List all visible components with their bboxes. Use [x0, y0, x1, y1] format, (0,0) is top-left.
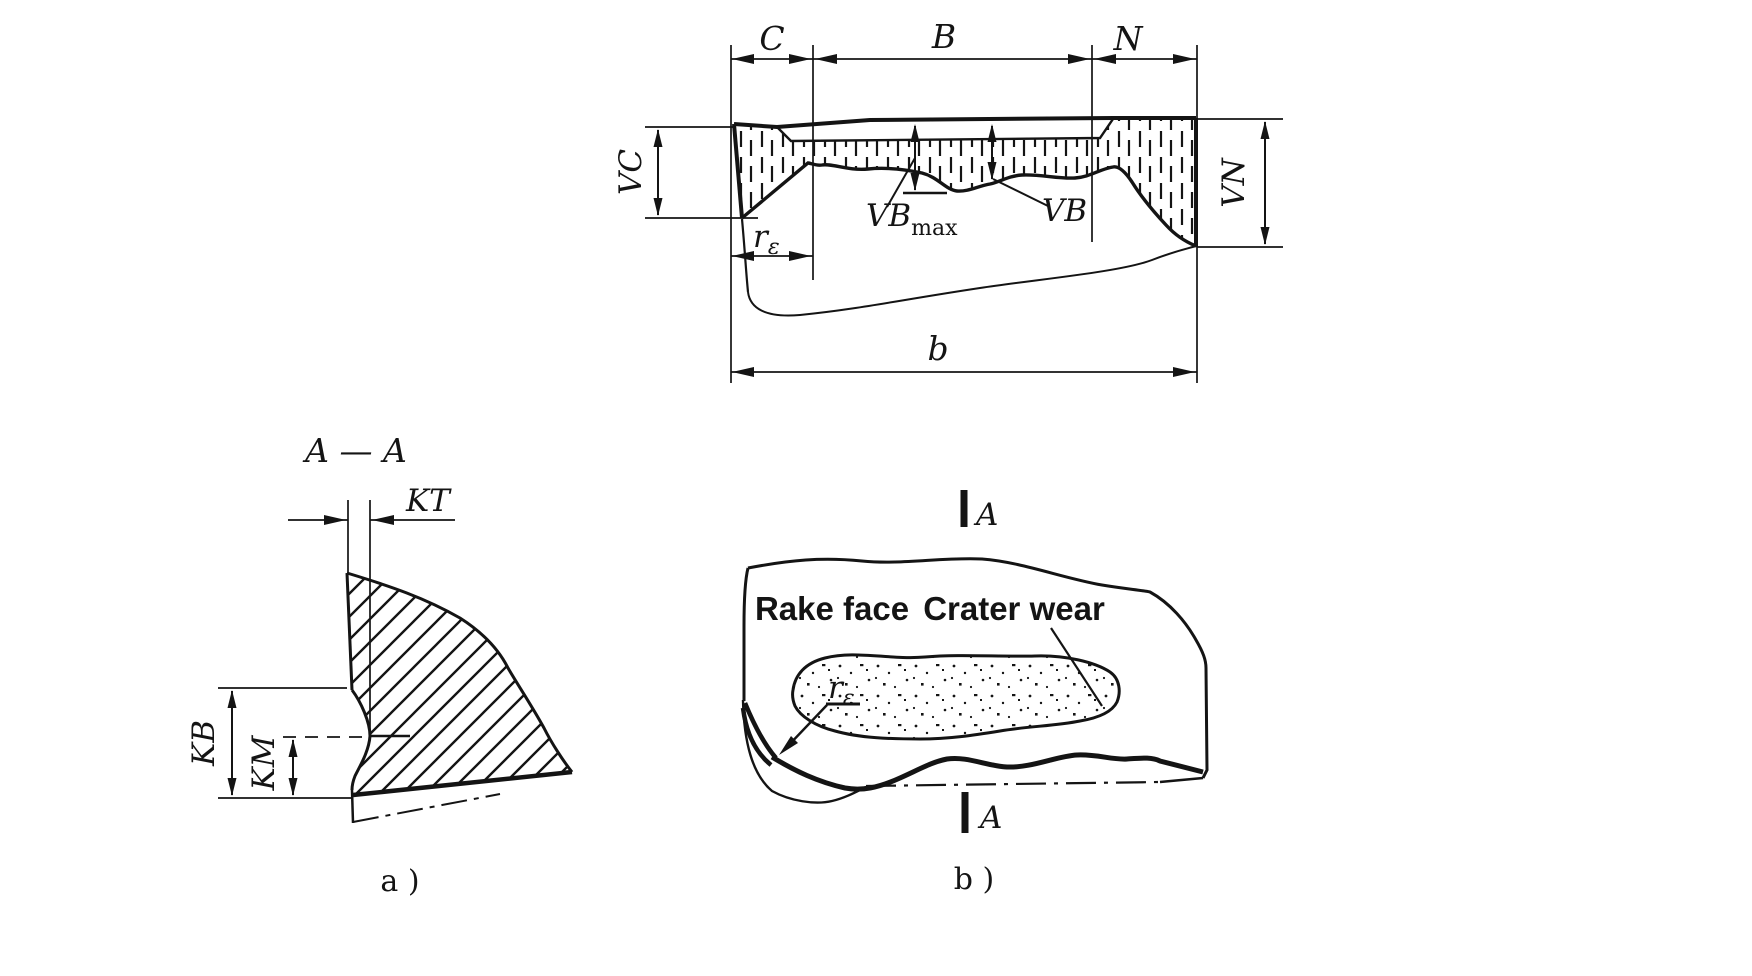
arrowhead — [815, 54, 837, 64]
caption-b: b ) — [954, 862, 994, 897]
vb-leader — [992, 178, 1049, 207]
nose-tail-edge — [350, 789, 355, 824]
section-marker-bottom-label: A — [977, 800, 1002, 836]
nose-curve — [740, 218, 750, 293]
b-label: b — [927, 329, 948, 368]
arrowhead — [1094, 54, 1116, 64]
arrowhead — [288, 778, 298, 796]
insert-outline-corner — [741, 699, 867, 804]
nose-edge-left — [732, 123, 744, 219]
crater-wear-region — [791, 653, 1121, 741]
rake-face-label: Rake face — [755, 590, 909, 627]
arrowhead — [372, 515, 394, 525]
insert-outline-bottom-right — [1159, 776, 1204, 784]
vb-label: VB — [1042, 193, 1087, 229]
section-marker-top-label: A — [973, 497, 998, 533]
section-top-arc — [346, 571, 574, 773]
arrowhead — [288, 739, 298, 757]
flank-edge — [352, 769, 573, 798]
arrowhead — [1260, 227, 1270, 245]
plan-view: A rε Rake face Crater wear A b ) — [740, 490, 1209, 897]
insert-bottom-chain-line — [865, 780, 1161, 788]
caption-a: a ) — [380, 864, 419, 899]
kt-label: KT — [405, 483, 452, 519]
flank-wear-band-topview — [770, 752, 1204, 792]
arrowhead — [732, 251, 754, 261]
vbmax-label: VBmax — [866, 198, 958, 241]
crater-wear-label: Crater wear — [923, 590, 1105, 627]
arrowhead — [227, 778, 237, 796]
zone-b-label: B — [931, 17, 956, 56]
section-title: A — A — [302, 431, 407, 470]
flank-wear-view: C B N VC rε VBmax VB — [613, 17, 1283, 383]
machined-surface-trace — [352, 793, 501, 823]
arrowhead — [653, 198, 663, 216]
tool-lower-silhouette — [747, 245, 1197, 317]
section-a-a-view: A — A KT KB KM a ) — [186, 431, 574, 899]
insert-outline-left — [742, 567, 750, 701]
kb-reference-lines — [218, 687, 352, 799]
kt-extension-lines — [347, 500, 371, 737]
tool-section-body — [347, 573, 572, 795]
flank-wear-profile — [740, 161, 1197, 248]
nose-wear-arc-1 — [742, 702, 778, 760]
vbmax-leader — [886, 157, 916, 208]
cutting-edge-top — [733, 116, 1196, 130]
arrowhead — [324, 515, 346, 525]
kb-label: KB — [186, 720, 222, 767]
vc-reference-lines — [645, 126, 758, 219]
zone-c-label: C — [759, 19, 784, 58]
arrowhead — [1173, 367, 1195, 377]
vc-label: VC — [613, 149, 649, 195]
arrowhead — [1068, 54, 1090, 64]
arrowhead — [789, 54, 811, 64]
insert-outline-top-right — [747, 557, 1209, 779]
vn-reference-lines — [1197, 118, 1283, 248]
vn-label: VN — [1216, 156, 1252, 207]
arrowhead — [732, 367, 754, 377]
arrowhead — [910, 173, 920, 191]
flank-wear-band — [734, 118, 1196, 246]
nose-wear-arc-2 — [740, 707, 773, 767]
arrowhead — [779, 736, 798, 755]
crater-profile — [350, 689, 372, 791]
arrowhead — [910, 124, 920, 142]
arrowhead — [732, 54, 754, 64]
re-label-plan: rε — [828, 670, 855, 711]
rake-face-edge — [345, 572, 354, 691]
arrowhead — [987, 162, 997, 180]
arrowhead — [653, 129, 663, 147]
arrowhead — [227, 690, 237, 708]
arrowhead — [987, 124, 997, 142]
crater-wear-leader — [1050, 627, 1103, 707]
zone-n-label: N — [1113, 19, 1144, 58]
arrowhead — [1173, 54, 1195, 64]
km-label: KM — [246, 734, 282, 791]
wear-land-upper-boundary — [776, 118, 1114, 143]
arrowhead — [789, 251, 811, 261]
arrowhead — [1260, 121, 1270, 139]
re-label-top: rε — [753, 219, 780, 260]
